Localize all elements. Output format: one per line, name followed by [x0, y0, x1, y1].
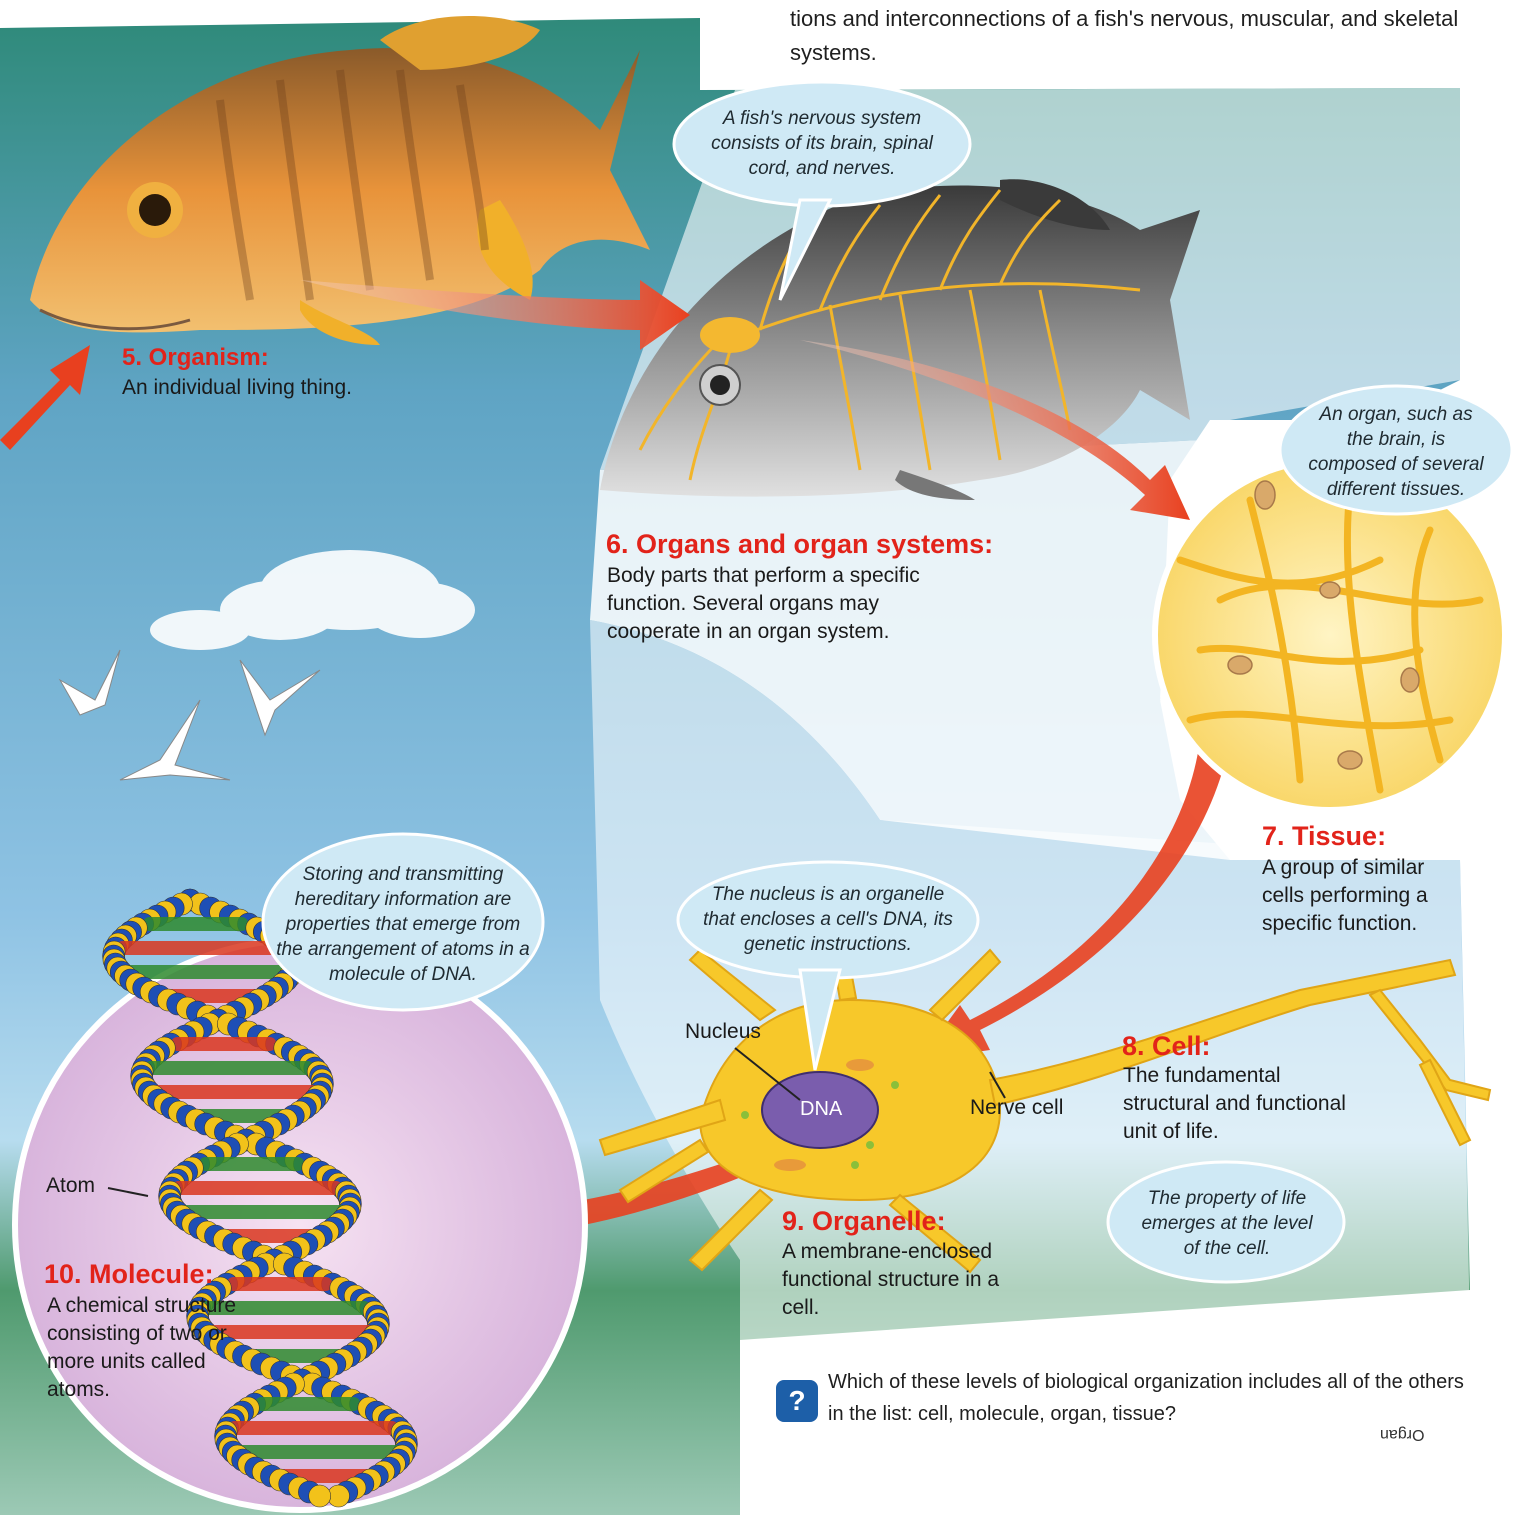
molecule-desc: A chemical structure consisting of two o… [47, 1292, 267, 1404]
answer-upside-down: Organ [1380, 1425, 1424, 1443]
organism-title: 5. Organism: [122, 342, 269, 374]
label-dna: DNA [800, 1098, 842, 1121]
dna-base-pair [227, 1277, 333, 1291]
dna-base-pair [149, 1085, 320, 1099]
label-atom: Atom [46, 1174, 95, 1198]
dna-base-pair [255, 1397, 361, 1411]
bubble-cell-life: The property of life emerges at the leve… [1132, 1186, 1322, 1261]
molecule-title: 10. Molecule: [44, 1258, 214, 1290]
dna-base-pair [116, 941, 287, 955]
organelle-title: 9. Organelle: [782, 1205, 946, 1237]
dna-base-pair [143, 917, 249, 931]
cell-title: 8. Cell: [1122, 1030, 1211, 1062]
dna-base-pair [171, 1037, 277, 1051]
bubble-organ: An organ, such as the brain, is composed… [1306, 402, 1486, 502]
organs-desc: Body parts that perform a specific funct… [607, 562, 967, 646]
tissue-title: 7. Tissue: [1262, 820, 1386, 852]
dna-base-pair [233, 1445, 404, 1459]
organism-desc: An individual living thing. [122, 374, 422, 402]
organelle-desc: A membrane-enclosed functional structure… [782, 1238, 1032, 1322]
organs-title: 6. Organs and organ systems: [606, 528, 1066, 560]
dna-base-pair [144, 1061, 315, 1075]
dna-base-pair [121, 965, 292, 979]
dna-base-pair [228, 1421, 399, 1435]
label-nerve-cell: Nerve cell [970, 1096, 1063, 1120]
bubble-nervous-system: A fish's nervous system consists of its … [690, 106, 954, 181]
question-icon: ? [776, 1380, 818, 1422]
question-text: Which of these levels of biological orga… [828, 1366, 1468, 1430]
dna-base-pair [199, 1157, 305, 1171]
tissue-desc: A group of similar cells performing a sp… [1262, 854, 1462, 938]
label-nucleus: Nucleus [685, 1020, 761, 1044]
dna-base-pair [177, 1205, 348, 1219]
bubble-nucleus: The nucleus is an organelle that enclose… [700, 882, 956, 957]
intro-text: tions and interconnections of a fish's n… [790, 2, 1490, 70]
bubble-dna: Storing and transmitting hereditary info… [272, 862, 534, 987]
dna-atom [309, 1485, 331, 1507]
dna-base-pair [172, 1181, 343, 1195]
cell-desc: The fundamental structural and functiona… [1123, 1062, 1353, 1146]
